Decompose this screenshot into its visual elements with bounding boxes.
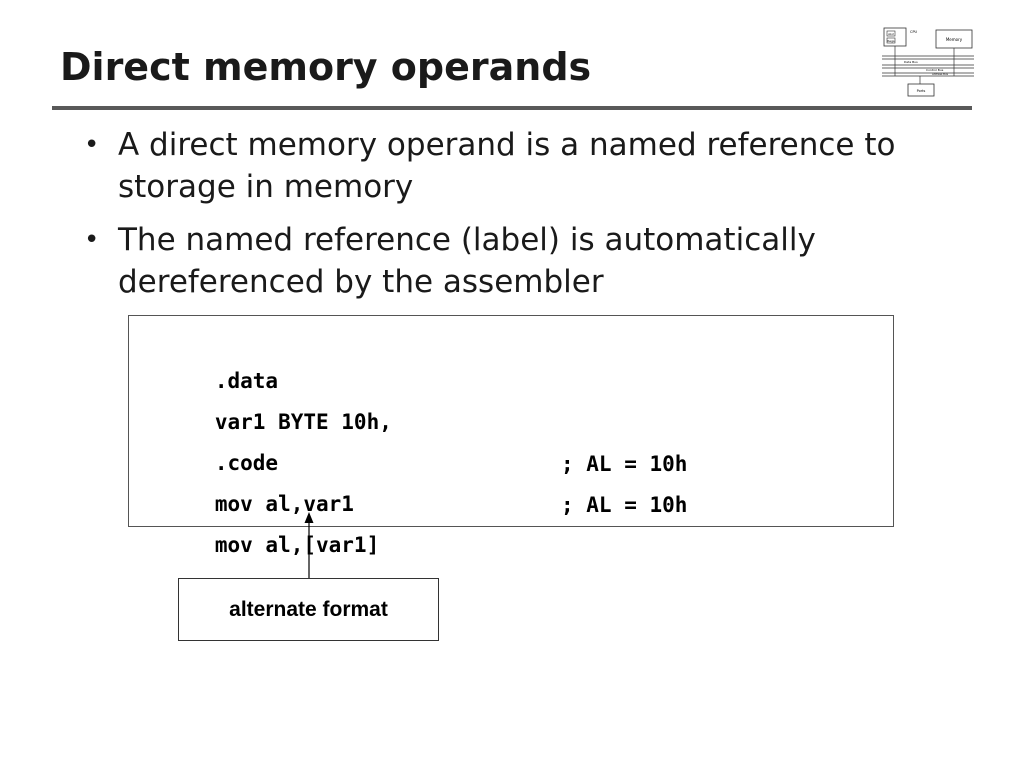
bullet-item: • The named reference (label) is automat… [84, 219, 964, 303]
callout-box: alternate format [178, 578, 439, 641]
code-text: .data [214, 369, 279, 393]
logo-control-bus-label: Control Bus [926, 68, 944, 72]
code-line: var1 BYTE 10h, [139, 362, 392, 434]
logo-io-label: Ports [917, 89, 926, 93]
code-line: .code [139, 403, 278, 475]
bullet-icon: • [84, 225, 100, 255]
logo-cpu-label: CPU [910, 30, 918, 34]
bullet-text: The named reference (label) is automatic… [118, 222, 816, 300]
bullet-list: • A direct memory operand is a named ref… [84, 124, 964, 314]
title-divider [52, 106, 972, 110]
code-line: .data [139, 321, 278, 393]
code-line: mov al,[var1] ; AL = 10h [139, 485, 688, 557]
code-line: mov al,var1 ; AL = 10h [139, 444, 688, 516]
logo-alu-label: ALU [888, 32, 894, 36]
logo-data-bus-label: Data Bus [904, 60, 918, 64]
code-box: .data var1 BYTE 10h, .code mov al,var1 ;… [128, 315, 894, 557]
architecture-diagram-logo: ALU Regs CPU Memory Data Bus Control Bus… [882, 27, 974, 97]
code-text: .code [214, 451, 279, 475]
code-comment: ; AL = 10h [561, 452, 688, 476]
bullet-icon: • [84, 130, 100, 160]
code-comment: ; AL = 10h [561, 493, 688, 517]
logo-address-bus-label: Address Bus [932, 72, 949, 76]
code-text: var1 BYTE 10h, [214, 410, 392, 434]
bullet-text: A direct memory operand is a named refer… [118, 127, 896, 205]
logo-regs-label: Regs [887, 39, 895, 43]
logo-memory-label: Memory [946, 37, 963, 42]
bullet-item: • A direct memory operand is a named ref… [84, 124, 964, 208]
code-text: mov al,[var1] [214, 533, 380, 557]
slide-title: Direct memory operands [60, 45, 592, 89]
